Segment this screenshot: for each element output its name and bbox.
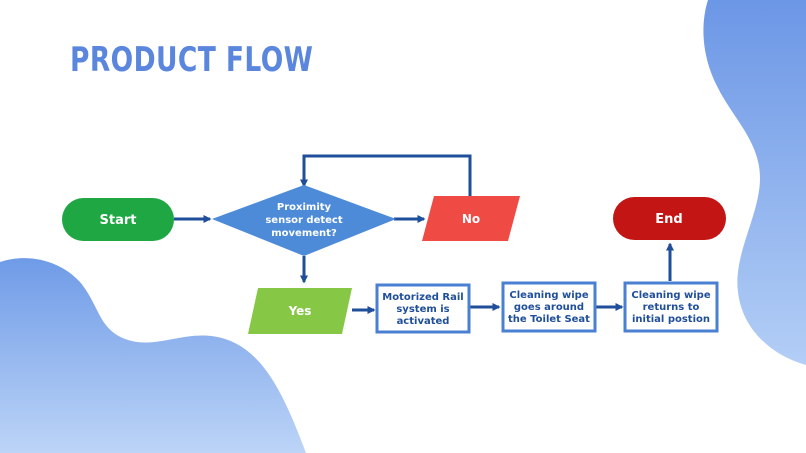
- no-label: No: [462, 212, 480, 226]
- step3-line2: returns to: [643, 302, 700, 313]
- step2-line3: the Toilet Seat: [508, 314, 590, 325]
- end-label: End: [655, 212, 682, 227]
- step-motorized-rail: Motorized Rail system is activated: [375, 283, 471, 334]
- blob-top-right: [703, 0, 806, 365]
- step-wipe-goes-around: Cleaning wipe goes around the Toilet Sea…: [501, 281, 597, 333]
- step1-line3: activated: [397, 316, 450, 327]
- step2-line1: Cleaning wipe: [509, 290, 588, 301]
- yes-node: Yes: [248, 288, 352, 334]
- no-node: No: [422, 196, 520, 241]
- yes-label: Yes: [288, 304, 312, 318]
- start-node: Start: [62, 198, 174, 241]
- step1-line2: system is: [396, 304, 449, 315]
- decision-node: Proximity sensor detect movement?: [212, 185, 396, 256]
- start-label: Start: [100, 213, 137, 228]
- decision-label-line1: Proximity: [277, 202, 332, 213]
- arrow-no-loop-back: [300, 154, 472, 196]
- blob-bottom-left: [0, 258, 306, 453]
- decision-label-line2: sensor detect: [265, 215, 343, 226]
- page-title: PRODUCT FLOW: [70, 40, 314, 80]
- step2-line2: goes around: [514, 302, 584, 313]
- step-wipe-returns: Cleaning wipe returns to initial postion: [623, 281, 719, 333]
- connectors: [174, 154, 674, 314]
- step3-line3: initial postion: [632, 314, 710, 325]
- step3-line1: Cleaning wipe: [631, 290, 710, 301]
- decision-label-line3: movement?: [271, 228, 337, 239]
- step1-line1: Motorized Rail: [382, 292, 463, 303]
- end-node: End: [613, 197, 726, 240]
